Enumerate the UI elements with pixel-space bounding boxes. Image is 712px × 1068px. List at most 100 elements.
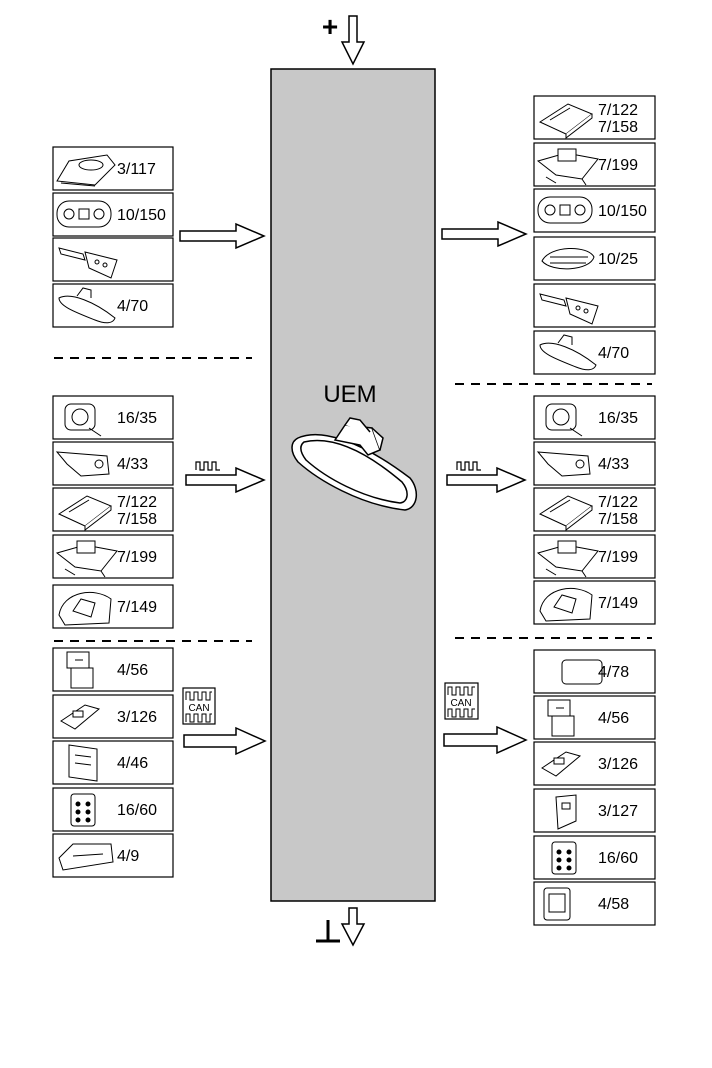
power-supply-arrow: +: [322, 11, 366, 66]
component-label: 4/56: [117, 662, 148, 679]
component-label: 4/70: [117, 298, 148, 315]
left-input-arrow-3: [183, 726, 267, 756]
component-label: 4/70: [598, 345, 629, 362]
bracket-module-icon: [536, 540, 599, 578]
ceiling-lamp-icon: [537, 196, 593, 224]
signal-arrows: [179, 220, 528, 756]
component-box: 4/58: [533, 881, 656, 926]
component-box: 7/149: [52, 584, 174, 629]
plus-symbol: +: [322, 11, 338, 42]
control-module-icon: [57, 495, 112, 532]
component-box-frame: [533, 788, 656, 833]
component-label: 7/149: [117, 599, 157, 616]
component-box: 7/199: [533, 142, 656, 187]
component-box: 16/60: [533, 835, 656, 880]
component-box: 4/56: [533, 695, 656, 740]
cover-icon: [539, 587, 593, 622]
left-input-arrow-1: [179, 222, 266, 250]
remote-key-icon: [539, 293, 599, 325]
component-label: 10/150: [598, 203, 647, 220]
grille-icon: [541, 247, 595, 270]
ground-arrow: [316, 907, 366, 947]
svg-text:CAN: CAN: [450, 698, 471, 709]
component-box: 4/70: [52, 283, 174, 328]
switch-module-icon: [60, 704, 101, 730]
remote-key-icon: [58, 247, 118, 279]
component-label: 3/126: [598, 756, 638, 773]
component-box: 7/199: [52, 534, 174, 579]
component-label: 3/126: [117, 709, 157, 726]
component-box: 7/149: [533, 580, 656, 625]
roof-console-icon: [56, 154, 116, 187]
component-box: 3/127: [533, 788, 656, 833]
rearview-mirror-icon: [539, 334, 597, 371]
group-separators: [54, 357, 652, 642]
ceiling-lamp-icon: [56, 200, 112, 228]
component-label: 10/150: [117, 207, 166, 224]
component-box: 4/70: [533, 330, 656, 375]
control-unit-icon: [543, 887, 571, 921]
siren-icon: [545, 403, 583, 437]
pwm-signal-icons: [195, 461, 481, 471]
housing-module-icon: [58, 843, 114, 871]
sensor-bracket-icon: [536, 451, 591, 477]
component-label: 3/117: [117, 161, 156, 178]
component-box: 4/9: [52, 833, 174, 878]
component-label: 4/58: [598, 896, 629, 913]
cover-icon: [58, 591, 112, 626]
component-box: 4/78: [533, 649, 656, 694]
component-box: 7/199: [533, 534, 656, 579]
uem-label: UEM: [323, 381, 376, 408]
bracket-switch-icon: [555, 794, 577, 830]
component-label: 7/199: [598, 549, 638, 566]
component-label: 16/35: [598, 410, 638, 427]
component-box: 10/150: [52, 192, 174, 237]
component-label: 4/56: [598, 710, 629, 727]
uem-mirror-icon: [291, 417, 417, 511]
switch-module-icon: [541, 751, 582, 777]
component-box: [533, 283, 656, 328]
component-box: 4/56: [52, 647, 174, 692]
connector-module-icon: [547, 699, 575, 737]
component-label: 16/60: [598, 850, 638, 867]
left-pwm-icon: [195, 461, 220, 471]
connector-module-icon: [66, 651, 94, 689]
bracket-module-icon: [536, 148, 599, 186]
component-label: 4/33: [598, 456, 629, 473]
siren-icon: [64, 403, 102, 437]
component-box: 16/35: [533, 395, 656, 440]
control-module-icon: [538, 103, 593, 140]
svg-text:CAN: CAN: [188, 703, 209, 714]
rearview-mirror-icon: [58, 287, 116, 324]
left-can-icon: CAN: [182, 687, 216, 725]
relay-module-icon: [68, 744, 98, 782]
control-module-icon: [538, 495, 593, 532]
component-box: 3/117: [52, 146, 174, 191]
antenna-module-icon: [561, 659, 603, 685]
right-can-icon: CAN: [444, 682, 479, 720]
component-box: 3/126: [52, 694, 174, 739]
right-pwm-icon: [456, 461, 481, 471]
component-box: 16/35: [52, 395, 174, 440]
right-output-arrow-2: [446, 466, 527, 494]
keypad-module-icon: [551, 841, 577, 875]
right-output-arrow-3: [443, 725, 528, 755]
component-label: 16/60: [117, 802, 157, 819]
component-box: 3/126: [533, 741, 656, 786]
component-box: [52, 237, 174, 282]
component-box: 10/150: [533, 188, 656, 233]
component-label: 16/35: [117, 410, 157, 427]
component-label: 7/149: [598, 595, 638, 612]
component-box-frame: [533, 649, 656, 694]
component-label: 3/127: [598, 803, 638, 820]
left-input-arrow-2: [185, 466, 266, 494]
sensor-bracket-icon: [55, 451, 110, 477]
component-box: 16/60: [52, 787, 174, 832]
